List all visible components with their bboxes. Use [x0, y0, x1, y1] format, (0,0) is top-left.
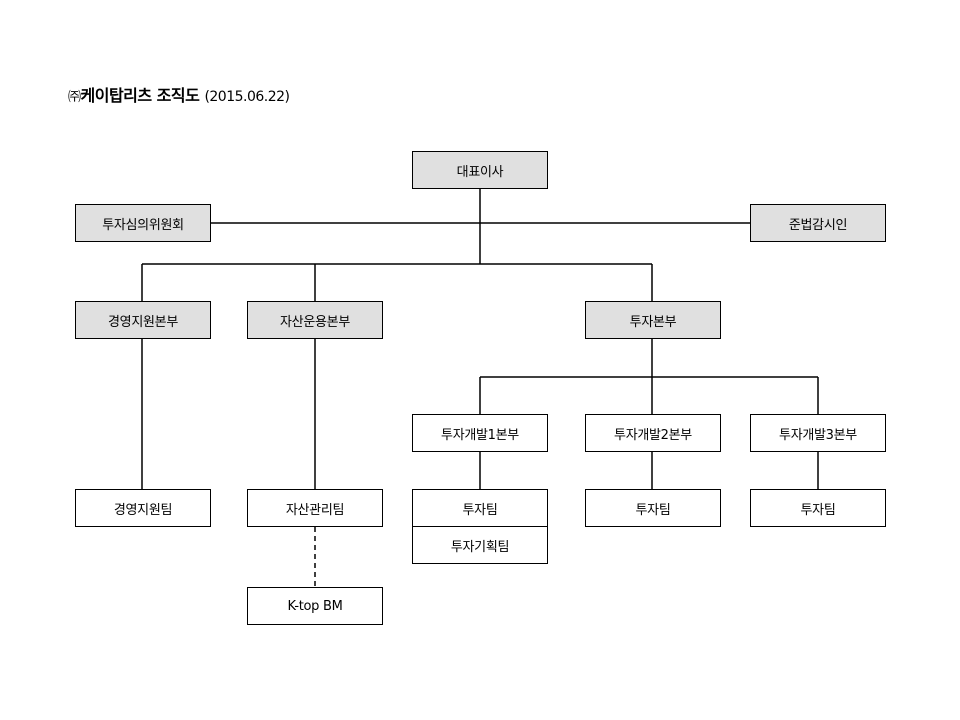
node-investment-team-1-label: 투자팀 [462, 502, 498, 518]
node-ktop-bm-label: K-top BM [287, 598, 343, 614]
node-management-support-division-label: 경영지원본부 [108, 314, 178, 330]
node-investment-dev3-division: 투자개발3본부 [750, 414, 886, 452]
node-investment-dev2-division: 투자개발2본부 [585, 414, 721, 452]
node-ktop-bm: K-top BM [247, 587, 383, 625]
node-management-support-team-label: 경영지원팀 [113, 502, 173, 518]
corp-mark: ㈜ [68, 90, 81, 105]
node-investment-committee: 투자심의위원회 [75, 204, 211, 242]
node-investment-dev2-label: 투자개발2본부 [614, 427, 692, 443]
chart-title-name: 케이탑리츠 조직도 [80, 86, 200, 105]
node-asset-management-team-label: 자산관리팀 [285, 502, 345, 518]
node-ceo: 대표이사 [412, 151, 548, 189]
node-management-support-division: 경영지원본부 [75, 301, 211, 339]
chart-title: ㈜케이탑리츠 조직도 (2015.06.22) [68, 82, 290, 106]
node-investment-dev1-division: 투자개발1본부 [412, 414, 548, 452]
node-investment-team-3: 투자팀 [750, 489, 886, 527]
node-management-support-team: 경영지원팀 [75, 489, 211, 527]
node-asset-management-division-label: 자산운용본부 [280, 314, 350, 330]
node-investment-committee-label: 투자심의위원회 [102, 217, 184, 233]
chart-title-date: (2015.06.22) [204, 89, 290, 105]
node-investment-team-3-label: 투자팀 [800, 502, 836, 518]
node-ceo-label: 대표이사 [456, 164, 504, 180]
node-investment-team-1: 투자팀 [412, 489, 548, 527]
node-investment-dev1-label: 투자개발1본부 [441, 427, 519, 443]
node-asset-management-division: 자산운용본부 [247, 301, 383, 339]
node-investment-division-label: 투자본부 [629, 314, 677, 330]
node-compliance-officer-label: 준법감시인 [788, 217, 848, 233]
node-asset-management-team: 자산관리팀 [247, 489, 383, 527]
node-investment-team-2: 투자팀 [585, 489, 721, 527]
node-investment-planning-team-label: 투자기획팀 [450, 539, 510, 555]
node-investment-planning-team: 투자기획팀 [412, 526, 548, 564]
node-investment-dev3-label: 투자개발3본부 [779, 427, 857, 443]
node-investment-team-2-label: 투자팀 [635, 502, 671, 518]
node-investment-division: 투자본부 [585, 301, 721, 339]
node-compliance-officer: 준법감시인 [750, 204, 886, 242]
